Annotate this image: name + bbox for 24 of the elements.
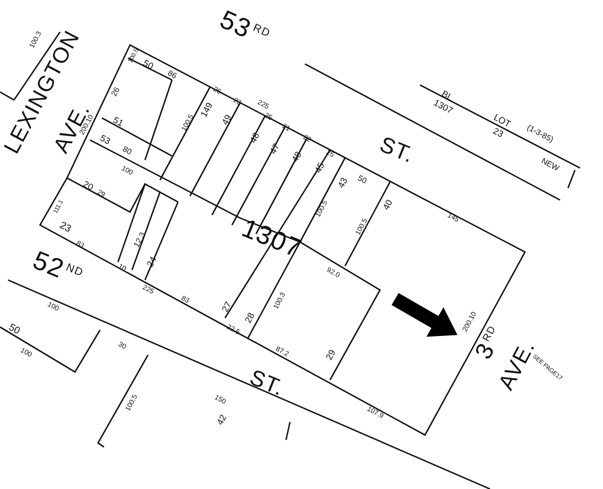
dimension-label: 40: [382, 198, 394, 212]
dimension-label: 28: [244, 311, 256, 325]
dimension-label: 149: [200, 101, 214, 119]
street-name: ST.: [246, 366, 288, 400]
dimension-label: 23: [58, 220, 72, 236]
dimension-label: 26: [110, 86, 122, 98]
dimension-label: 1307: [432, 98, 454, 116]
dimension-label: 43: [336, 176, 350, 190]
dimension-label: 50: [141, 58, 155, 72]
dimension-label: 80: [121, 145, 133, 157]
street-name: LOT: [492, 112, 512, 130]
dimension-label: 50: [356, 174, 368, 186]
dimension-label: 20: [81, 180, 95, 192]
dimension-label: 86: [166, 69, 178, 81]
dimension-label: 49: [220, 113, 234, 127]
dimension-label: 23: [491, 126, 505, 140]
dimension-label: 51: [111, 116, 125, 128]
street-name: NEW: [540, 157, 560, 173]
dimension-label: 29: [324, 348, 338, 362]
dimension-label: 27: [220, 300, 234, 314]
dimension-label: 50: [6, 322, 22, 338]
street-name: ST.: [376, 133, 418, 167]
dimension-label: 53: [98, 134, 112, 146]
dimension-label: 42: [216, 413, 228, 427]
